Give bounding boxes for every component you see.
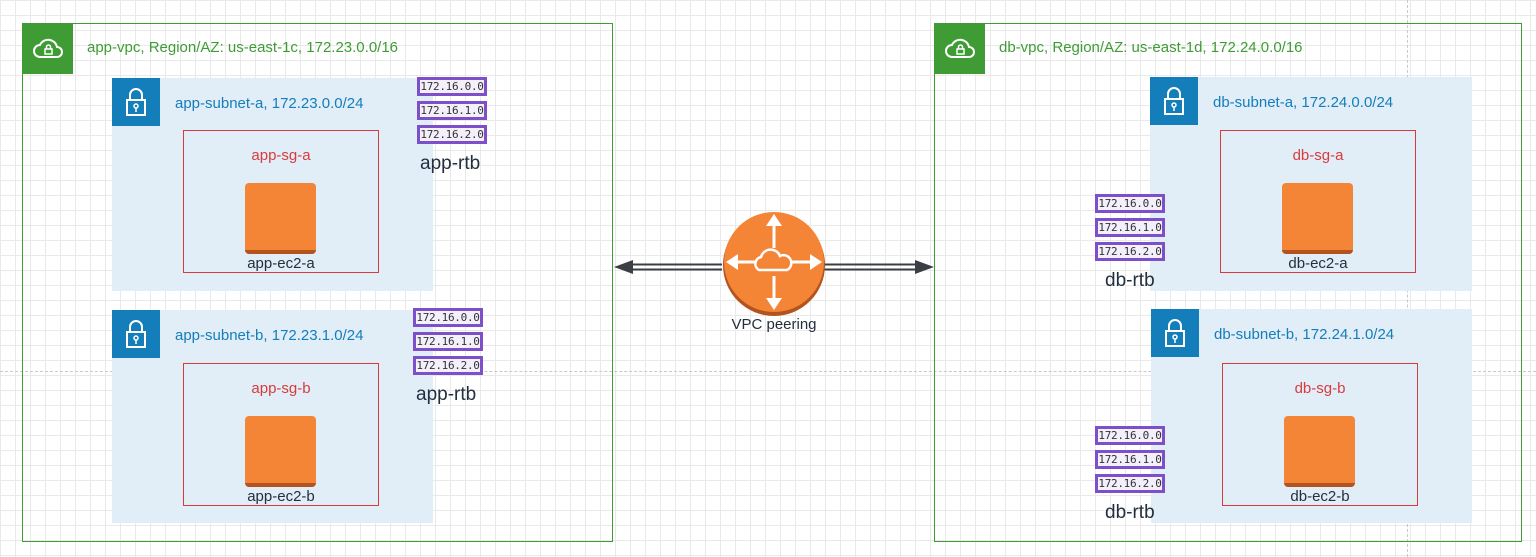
route-entry: 172.16.0.0 xyxy=(413,308,483,327)
guide-line-horizontal xyxy=(0,371,1536,372)
route-entry: 172.16.2.0 xyxy=(1095,474,1165,493)
route-entry: 172.16.0.0 xyxy=(417,77,487,96)
cloud-lock-icon xyxy=(23,24,73,74)
padlock-icon xyxy=(1151,309,1199,357)
route-table-label: db-rtb xyxy=(1105,270,1155,291)
subnet-title: db-subnet-a, 172.24.0.0/24 xyxy=(1213,94,1394,111)
security-group[interactable]: app-sg-a app-ec2-a xyxy=(183,130,379,273)
db-vpc[interactable]: db-vpc, Region/AZ: us-east-1d, 172.24.0.… xyxy=(934,23,1522,542)
ec2-instance-icon[interactable] xyxy=(245,183,316,254)
security-group-title: db-sg-a xyxy=(1292,147,1344,164)
cloud-lock-icon xyxy=(935,24,985,74)
vpc-peering-label: VPC peering xyxy=(731,316,817,333)
subnet[interactable]: app-subnet-b, 172.23.1.0/24 app-sg-b app… xyxy=(112,310,433,523)
security-group[interactable]: db-sg-b db-ec2-b xyxy=(1222,363,1418,506)
vpc-title: db-vpc, Region/AZ: us-east-1d, 172.24.0.… xyxy=(999,39,1303,56)
vpc-title: app-vpc, Region/AZ: us-east-1c, 172.23.0… xyxy=(87,39,399,56)
ec2-instance-label: db-ec2-b xyxy=(1290,488,1350,505)
subnet[interactable]: db-subnet-a, 172.24.0.0/24 db-sg-a db-ec… xyxy=(1150,77,1472,291)
subnet-title: db-subnet-b, 172.24.1.0/24 xyxy=(1214,326,1395,343)
route-entry: 172.16.0.0 xyxy=(1095,194,1165,213)
subnet-title: app-subnet-b, 172.23.1.0/24 xyxy=(175,327,364,344)
ec2-instance-icon[interactable] xyxy=(245,416,316,487)
route-entry: 172.16.2.0 xyxy=(417,125,487,144)
ec2-instance-icon[interactable] xyxy=(1282,183,1353,254)
padlock-icon xyxy=(112,310,160,358)
security-group[interactable]: db-sg-a db-ec2-a xyxy=(1220,130,1416,273)
security-group-title: app-sg-a xyxy=(251,147,311,164)
app-vpc[interactable]: app-vpc, Region/AZ: us-east-1c, 172.23.0… xyxy=(22,23,613,542)
ec2-instance-icon[interactable] xyxy=(1284,416,1355,487)
route-table-label: app-rtb xyxy=(416,384,477,405)
route-entry: 172.16.1.0 xyxy=(417,101,487,120)
route-entry: 172.16.2.0 xyxy=(1095,242,1165,261)
route-table-label: app-rtb xyxy=(420,153,481,174)
security-group-title: app-sg-b xyxy=(251,380,311,397)
peering-connector-right[interactable] xyxy=(824,260,934,274)
route-entry: 172.16.1.0 xyxy=(413,332,483,351)
subnet[interactable]: db-subnet-b, 172.24.1.0/24 db-sg-b db-ec… xyxy=(1151,309,1472,523)
subnet-title: app-subnet-a, 172.23.0.0/24 xyxy=(175,95,364,112)
ec2-instance-label: db-ec2-a xyxy=(1288,255,1348,272)
security-group[interactable]: app-sg-b app-ec2-b xyxy=(183,363,379,506)
arrowhead-left-icon xyxy=(614,260,633,274)
route-entry: 172.16.1.0 xyxy=(1095,218,1165,237)
subnet[interactable]: app-subnet-a, 172.23.0.0/24 app-sg-a app… xyxy=(112,78,433,291)
ec2-instance-label: app-ec2-b xyxy=(247,488,315,505)
arrowhead-right-icon xyxy=(915,260,934,274)
padlock-icon xyxy=(112,78,160,126)
route-entry: 172.16.0.0 xyxy=(1095,426,1165,445)
route-table-label: db-rtb xyxy=(1105,502,1155,523)
vpc-peering-router-icon[interactable] xyxy=(723,212,825,316)
route-entry: 172.16.1.0 xyxy=(1095,450,1165,469)
padlock-icon xyxy=(1150,77,1198,125)
ec2-instance-label: app-ec2-a xyxy=(247,255,315,272)
peering-connector-left[interactable] xyxy=(614,260,722,274)
route-entry: 172.16.2.0 xyxy=(413,356,483,375)
security-group-title: db-sg-b xyxy=(1294,380,1346,397)
